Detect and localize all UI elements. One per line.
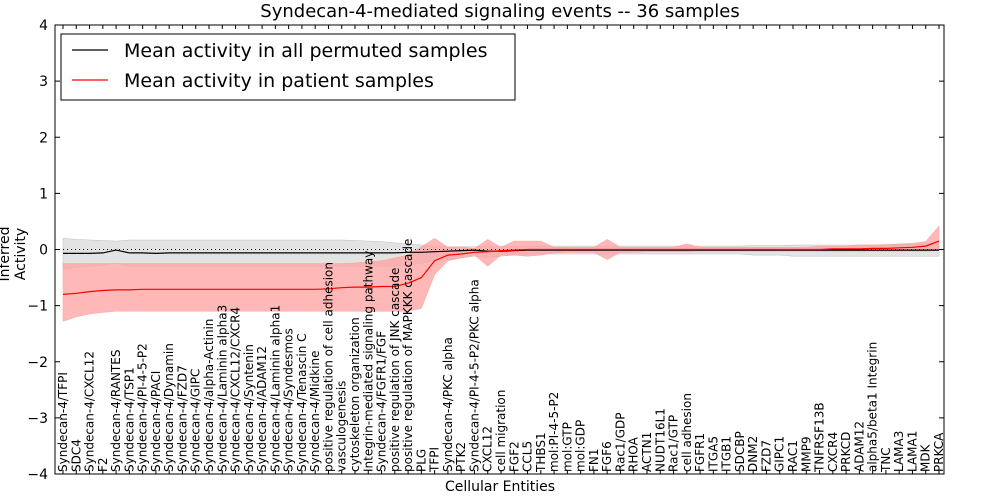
category-label: Syndecan-4/TFPI bbox=[56, 372, 70, 472]
y-tick-label: 2 bbox=[39, 130, 48, 146]
category-label: Syndecan-4/PI-4-5-P2/PKC alpha bbox=[468, 279, 482, 472]
category-label: FGF6 bbox=[600, 441, 614, 472]
y-tick-label: 0 bbox=[39, 243, 48, 259]
category-label: ITGA5 bbox=[706, 436, 720, 472]
category-label: GIPC1 bbox=[773, 436, 787, 472]
y-tick-label: −2 bbox=[27, 355, 48, 371]
category-label: TFPI bbox=[428, 447, 442, 473]
category-label: Syndecan-4/CXCL12/CXCR4 bbox=[229, 307, 243, 472]
category-label: Syndecan-4/PKC alpha bbox=[441, 337, 455, 472]
category-label: FGF2 bbox=[507, 441, 521, 472]
category-label: ADAM12 bbox=[852, 421, 866, 472]
series-line-1 bbox=[62, 240, 940, 295]
category-label: Syndecan-4/Midkine bbox=[308, 351, 322, 472]
category-label: Syndecan-4/Laminin alpha3 bbox=[215, 305, 229, 472]
category-label: MDK bbox=[919, 443, 933, 472]
category-label: mol:GTP bbox=[560, 422, 574, 472]
category-label: alpha5/beta1 Integrin bbox=[866, 342, 880, 472]
category-label: F2 bbox=[96, 457, 110, 472]
category-label: CXCL12 bbox=[481, 426, 495, 472]
category-label: THBS1 bbox=[534, 432, 548, 473]
category-label: cell adhesion bbox=[680, 393, 694, 472]
category-label: PLG bbox=[414, 449, 428, 472]
category-label: ITGB1 bbox=[720, 436, 734, 472]
category-label: Syndecan-4/Syndesmos bbox=[282, 328, 296, 472]
category-label: Syndecan-4/FGFR1/FGF bbox=[375, 331, 389, 472]
category-label: positive regulation of MAPKKK cascade bbox=[401, 239, 415, 472]
y-tick-label: −3 bbox=[27, 411, 48, 427]
category-label: CCL5 bbox=[521, 441, 535, 472]
y-tick-label: 4 bbox=[39, 18, 48, 34]
y-tick-label: −1 bbox=[27, 299, 48, 315]
category-label: mol:PI-4-5-P2 bbox=[547, 392, 561, 472]
category-label: PTK2 bbox=[454, 442, 468, 472]
category-label: mol:GDP bbox=[574, 420, 588, 472]
category-label: Syndecan-4/RANTES bbox=[109, 350, 123, 472]
x-axis-label: Cellular Entities bbox=[444, 479, 556, 495]
category-label: cytoskeleton organization bbox=[348, 317, 362, 472]
category-label: positive regulation of JNK cascade bbox=[388, 268, 402, 472]
category-label: cell migration bbox=[494, 390, 508, 472]
category-label: Syndecan-4/Tenascin C bbox=[295, 333, 309, 472]
series-lines bbox=[62, 240, 940, 295]
confidence-bands bbox=[62, 225, 940, 322]
category-label: SDC4 bbox=[69, 439, 83, 472]
category-label: FGFR1 bbox=[693, 433, 707, 472]
category-label: TNC bbox=[879, 447, 893, 473]
category-label: LAMA1 bbox=[906, 431, 920, 472]
category-label: DNM2 bbox=[746, 436, 760, 472]
legend-label: Mean activity in patient samples bbox=[124, 70, 434, 92]
category-label: TNFRSF13B bbox=[813, 402, 827, 473]
category-label: Syndecan-4/Dynamin bbox=[162, 343, 176, 472]
category-label: Syndecan-4/alpha-Actinin bbox=[202, 319, 216, 472]
category-label: FN1 bbox=[587, 448, 601, 472]
category-label: Integrin-mediated signaling pathway bbox=[361, 251, 375, 472]
category-label: Rac1/GDP bbox=[614, 413, 628, 472]
category-label: LAMA3 bbox=[892, 431, 906, 472]
y-tick-label: 1 bbox=[39, 186, 48, 202]
category-label: Syndecan-4/CXCL12 bbox=[83, 351, 97, 472]
category-label: Syndecan-4/PACI bbox=[149, 371, 163, 472]
category-label: Syndecan-4/Laminin alpha1 bbox=[268, 305, 282, 472]
category-label: Syndecan-4/TSP1 bbox=[122, 367, 136, 472]
category-label: Syndecan-4/PI-4-5-P2 bbox=[136, 343, 150, 472]
category-label: vasculogenesis bbox=[335, 381, 349, 472]
category-label: positive regulation of cell adhesion bbox=[322, 262, 336, 472]
y-tick-label: 3 bbox=[39, 74, 48, 90]
category-label: NUDT16L1 bbox=[653, 408, 667, 472]
chart-title: Syndecan-4-mediated signaling events -- … bbox=[260, 1, 740, 22]
category-label: Syndecan-4/Syntenin bbox=[242, 344, 256, 472]
category-label: SDCBP bbox=[733, 431, 747, 472]
category-label: Syndecan-4/GIPC bbox=[189, 369, 203, 472]
category-label: Syndecan-4/FZD7 bbox=[176, 365, 190, 472]
category-label: PRKCD bbox=[839, 432, 853, 472]
y-axis-ticks: −4 −3 −2 −1 0 1 2 3 4 bbox=[27, 18, 944, 483]
category-label: CXCR4 bbox=[826, 432, 840, 472]
category-label: Rac1/GTP bbox=[667, 415, 681, 472]
x-axis-ticks bbox=[62, 25, 940, 474]
category-label: Syndecan-4/ADAM12 bbox=[255, 346, 269, 472]
legend-label: Mean activity in all permuted samples bbox=[124, 40, 487, 62]
y-tick-label: −4 bbox=[27, 467, 48, 483]
category-label: RHOA bbox=[627, 436, 641, 472]
category-label: FZD7 bbox=[760, 440, 774, 472]
category-label: RAC1 bbox=[786, 440, 800, 472]
category-label: ACTN1 bbox=[640, 432, 654, 472]
legend: Mean activity in all permuted samplesMea… bbox=[60, 33, 516, 101]
category-label: MMP9 bbox=[799, 436, 813, 472]
category-label: PRKCA bbox=[932, 432, 946, 472]
legend-box bbox=[60, 33, 516, 101]
